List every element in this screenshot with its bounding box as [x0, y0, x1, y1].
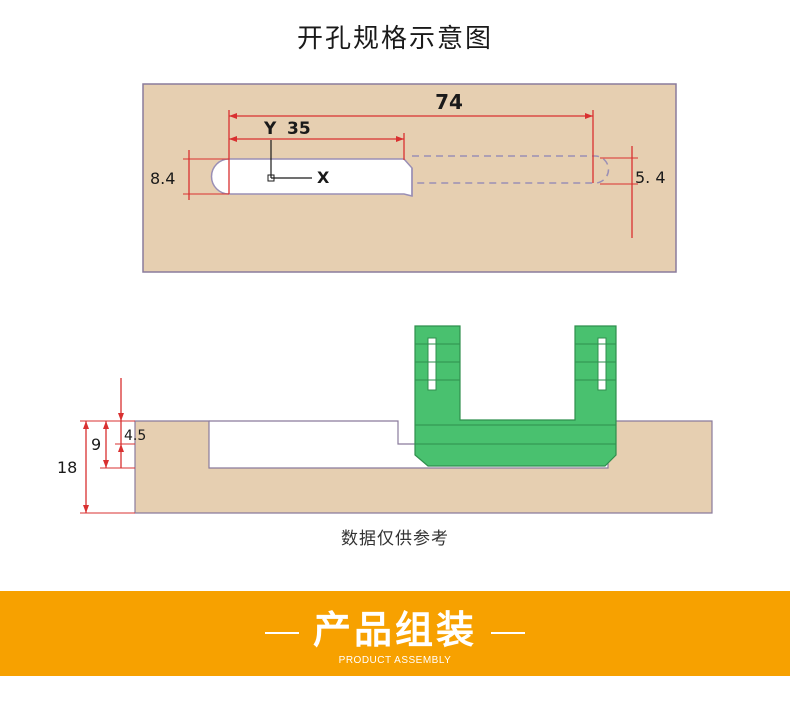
dim-74-label: 74 [435, 90, 463, 114]
connector-slot-left [427, 337, 437, 391]
slot-narrow-dashed [412, 155, 610, 184]
reference-caption: 数据仅供参考 [341, 529, 449, 549]
dim-18-arrow-bottom [83, 505, 89, 513]
side-view: 18 9 4.5 [57, 325, 713, 514]
side-view-pocket [209, 420, 420, 445]
origin-marker [267, 174, 275, 182]
top-view: 74 Y 35 X 8.4 5. 4 [142, 83, 677, 273]
banner-title-text: 产品组装 [312, 608, 477, 652]
dim-74-arrow-left [229, 113, 237, 119]
connector-slot-right [597, 337, 607, 391]
axis-y-label: Y [263, 119, 277, 139]
axis-x-label: X [317, 168, 330, 187]
page-title: 开孔规格示意图 [296, 24, 493, 54]
dim-18-label: 18 [57, 458, 77, 477]
dim-35-label: 35 [287, 119, 311, 139]
dim-18-arrow-top [83, 421, 89, 429]
dim-4-5-arrow-bottom [118, 444, 124, 452]
dim-9-label: 9 [91, 435, 101, 454]
drilling-spec-diagram: 74 Y 35 X 8.4 5. 4 [57, 83, 713, 514]
section-banner: 产品组装 PRODUCT ASSEMBLY [0, 591, 790, 676]
banner-dash-right [491, 631, 525, 634]
connector-body [414, 325, 617, 467]
connector-part [414, 325, 617, 467]
dim-35-arrow-right [396, 136, 404, 142]
banner-title: 产品组装 [0, 599, 790, 654]
dim-8-4-label: 8.4 [150, 169, 175, 188]
dim-4-5-arrow-top [118, 413, 124, 421]
dim-9-arrow-bottom [103, 460, 109, 468]
dim-4-5-label: 4.5 [124, 428, 146, 444]
dim-35-arrow-left [229, 136, 237, 142]
dim-74-arrow-right [585, 113, 593, 119]
banner-subtitle: PRODUCT ASSEMBLY [338, 655, 452, 666]
dim-5-4-label: 5. 4 [635, 168, 666, 187]
dim-9-arrow-top [103, 421, 109, 429]
banner-dash-left [264, 631, 299, 634]
